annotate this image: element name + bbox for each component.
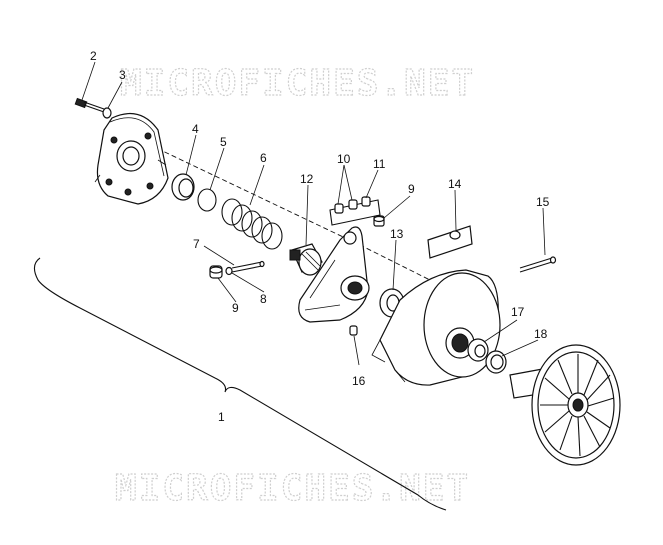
- part-dowel-pin: [519, 256, 557, 273]
- part-cover-plate: [94, 112, 169, 205]
- callouts: 2 3 4 5 6 10 11 12 9 14 15 7 13 9 8 17 1…: [90, 49, 550, 424]
- callout-18: 18: [534, 327, 548, 341]
- part-fixed-sheave: [509, 344, 621, 466]
- callout-14: 14: [448, 177, 462, 191]
- part-cap-nut-upper: [373, 215, 385, 227]
- callout-4: 4: [192, 122, 199, 136]
- callout-6: 6: [260, 151, 267, 165]
- callout-1: 1: [218, 410, 225, 424]
- assembly-bracket: [33, 257, 447, 511]
- part-roller-cam: [289, 243, 323, 276]
- part-washer: [102, 107, 112, 119]
- part-sheave-bushing: [467, 338, 489, 362]
- part-cap-nut-lower: [209, 265, 223, 279]
- callout-9-lower: 9: [232, 301, 239, 315]
- callout-13: 13: [390, 227, 404, 241]
- callout-10: 10: [337, 152, 351, 166]
- part-snap-ring: [197, 188, 217, 212]
- part-bushing: [171, 173, 195, 201]
- watermark-top: MICROFICHES.NET: [120, 63, 475, 104]
- callout-5: 5: [220, 135, 227, 149]
- part-nuts-plate: [329, 196, 381, 226]
- part-decal: [427, 225, 473, 259]
- leader-lines: [81, 61, 546, 366]
- center-axis-line: [149, 144, 471, 301]
- part-sheave-ring: [485, 350, 507, 374]
- watermark-bottom: MICROFICHES.NET: [115, 468, 470, 509]
- callout-7: 7: [193, 237, 200, 251]
- part-ramp-arm: [298, 226, 370, 323]
- callout-3: 3: [119, 68, 126, 82]
- part-pin: [231, 260, 265, 273]
- callout-17: 17: [511, 305, 525, 319]
- part-spring: [221, 198, 283, 250]
- callout-16: 16: [352, 374, 366, 388]
- part-grease-fitting: [349, 325, 358, 336]
- part-moveable-sheave: [371, 269, 501, 386]
- callout-11: 11: [373, 157, 386, 171]
- part-bolt: [74, 97, 105, 113]
- callout-8: 8: [260, 292, 267, 306]
- callout-15: 15: [536, 195, 550, 209]
- callout-9-upper: 9: [408, 182, 415, 196]
- callout-12: 12: [300, 172, 314, 186]
- callout-2: 2: [90, 49, 97, 63]
- part-small-ring: [225, 266, 233, 276]
